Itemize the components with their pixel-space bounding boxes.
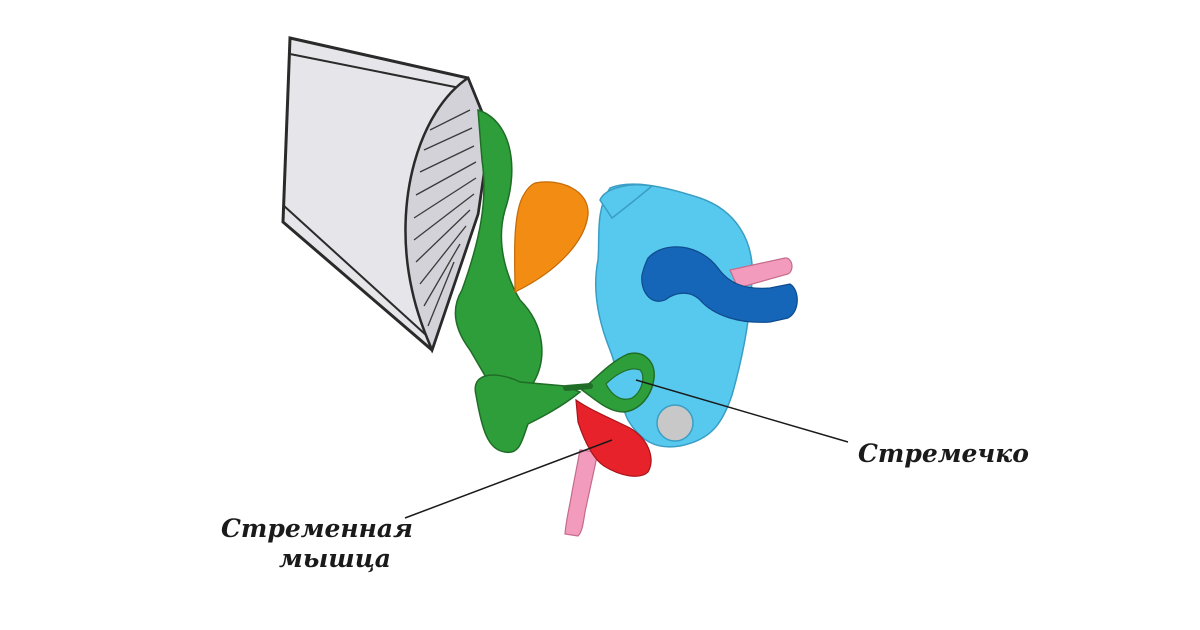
stapedius-label-line2: мышца — [279, 544, 391, 573]
cochlea-top — [599, 184, 654, 220]
nerve — [641, 246, 798, 323]
stapedius-muscle-label: Стременная мышца — [221, 514, 413, 574]
blood-vessel-lower — [564, 449, 599, 537]
blood-vessel-upper — [729, 257, 793, 289]
stapes — [563, 352, 655, 413]
stapedius-label-line1: Стременная — [221, 514, 413, 543]
round-window — [656, 404, 694, 442]
stapes-label: Стремечко — [858, 439, 1029, 468]
stapedius-leader-line — [404, 439, 613, 519]
stapes-leader-line — [635, 379, 849, 443]
malleus-head — [474, 374, 582, 454]
eardrum — [404, 76, 492, 354]
incus — [513, 181, 589, 293]
stapedius-muscle — [575, 398, 652, 477]
